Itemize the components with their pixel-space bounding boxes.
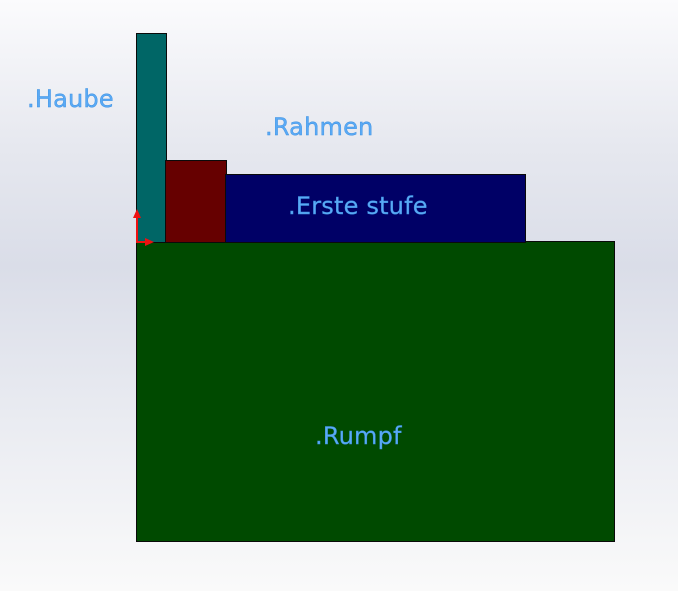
x-axis-arrowhead-icon xyxy=(145,238,154,246)
y-axis-arrowhead-icon xyxy=(133,209,141,218)
rumpf-label: .Rumpf xyxy=(315,422,402,450)
rahmen-label: .Rahmen xyxy=(265,113,374,141)
x-axis-arrow-icon xyxy=(136,241,146,243)
rumpf-block[interactable] xyxy=(136,241,615,542)
erste-stufe-label: .Erste stufe xyxy=(288,192,428,220)
haube-block[interactable] xyxy=(136,33,167,243)
rahmen-block[interactable] xyxy=(165,160,227,243)
y-axis-arrow-icon xyxy=(136,212,138,242)
erste-stufe-block[interactable] xyxy=(225,174,526,243)
haube-label: .Haube xyxy=(27,85,114,113)
